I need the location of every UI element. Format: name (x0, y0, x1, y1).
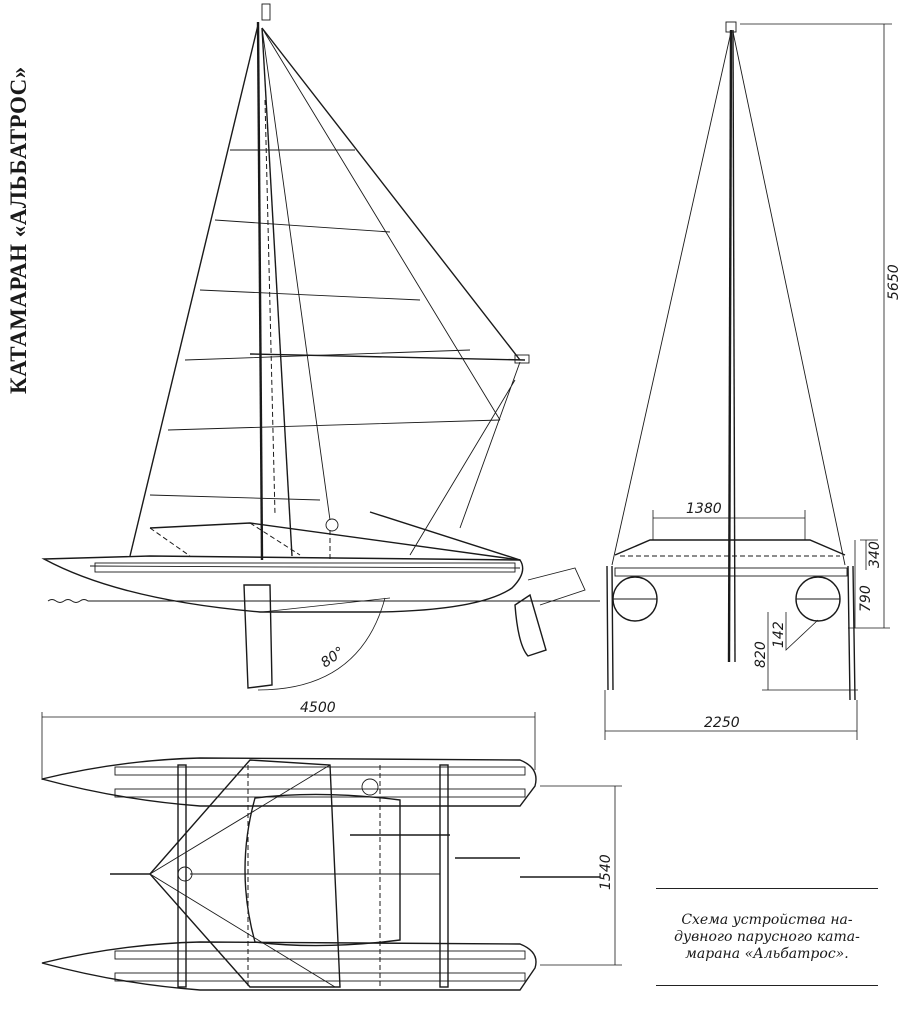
front-mast (727, 29, 733, 663)
mast-height-label: 5650 (886, 264, 902, 300)
water-line (47, 599, 600, 603)
overall-width-label: 2250 (704, 715, 740, 731)
hull-bottom (41, 941, 537, 991)
shroud-right (732, 31, 846, 566)
side-hull (41, 555, 524, 613)
centerboard (243, 584, 273, 689)
overall-length-label: 4500 (300, 700, 336, 716)
front-view: 1380 5650 340 790 820 142 2250 (604, 21, 902, 740)
hull-top (41, 757, 537, 807)
drawing-caption: Схема устройства на- дувного парусного к… (674, 911, 860, 962)
side-angle-label: 80° (318, 644, 348, 671)
float-offset-label: 340 (867, 541, 883, 568)
beam-spacing-label: 1380 (686, 501, 722, 517)
rudder (514, 593, 547, 657)
hull-spacing-label: 1540 (598, 854, 614, 890)
side-view: 80° (41, 3, 600, 691)
mainsail (129, 24, 259, 557)
top-view: 4500 1540 (41, 700, 622, 991)
draft-label: 820 (753, 641, 769, 668)
float-radius-label: 142 (771, 621, 787, 648)
caption-frame: Схема устройства на- дувного парусного к… (656, 888, 878, 986)
deck-height-label: 790 (858, 585, 874, 612)
shroud-left (611, 31, 732, 566)
boom (249, 353, 526, 361)
side-mast (256, 21, 264, 561)
